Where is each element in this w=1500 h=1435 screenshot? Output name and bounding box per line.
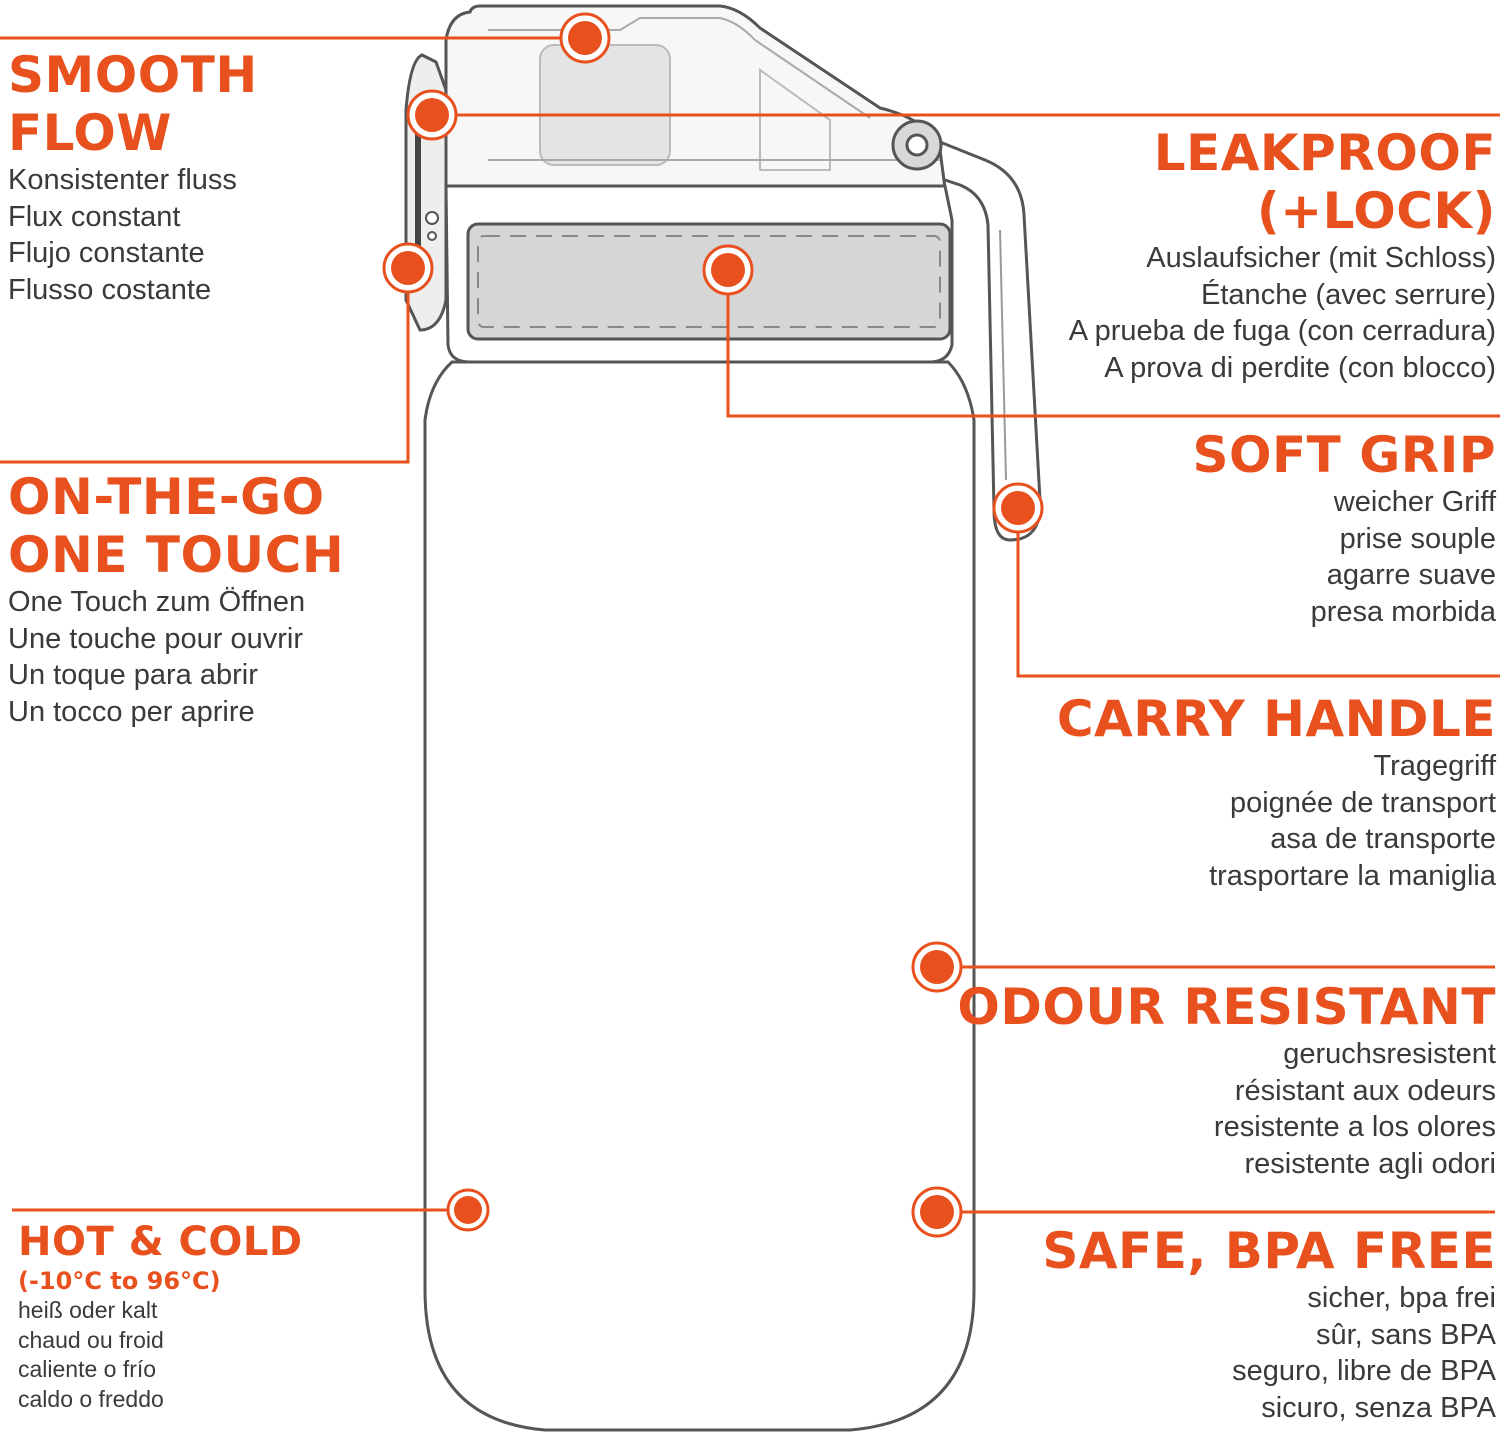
translation-de: Konsistenter fluss bbox=[8, 164, 237, 196]
feature-title: ODOUR RESISTANT bbox=[957, 978, 1496, 1036]
translation-list: geruchsresistent résistant aux odeurs re… bbox=[957, 1036, 1496, 1182]
translation-de: weicher Griff bbox=[1333, 486, 1496, 518]
translation-de: sicher, bpa frei bbox=[1307, 1282, 1496, 1314]
marker-on-the-go bbox=[382, 242, 434, 294]
translation-es: A prueba de fuga (con cerradura) bbox=[1068, 315, 1496, 347]
translation-fr: Étanche (avec serrure) bbox=[1201, 278, 1496, 311]
marker-bpa-free bbox=[911, 1186, 963, 1238]
translation-list: Tragegriff poignée de transport asa de t… bbox=[1057, 748, 1496, 894]
feature-title: ON-THE-GO bbox=[8, 468, 325, 526]
translation-de: Tragegriff bbox=[1373, 750, 1497, 782]
translation-fr: résistant aux odeurs bbox=[1234, 1074, 1496, 1107]
translation-fr: Flux constant bbox=[8, 200, 181, 233]
marker-carry-handle bbox=[992, 482, 1044, 534]
translation-de: One Touch zum Öffnen bbox=[8, 586, 306, 618]
feature-leakproof: LEAKPROOF (+LOCK) Auslaufsicher (mit Sch… bbox=[1069, 124, 1496, 386]
translation-it: sicuro, senza BPA bbox=[1261, 1391, 1496, 1424]
bottle-body bbox=[423, 360, 976, 1432]
marker-leakproof bbox=[406, 89, 458, 141]
translation-list: Konsistenter fluss Flux constant Flujo c… bbox=[8, 162, 258, 308]
translation-list: Auslaufsicher (mit Schloss) Étanche (ave… bbox=[1069, 240, 1496, 386]
feature-title: LEAKPROOF bbox=[1153, 124, 1496, 182]
translation-it: Flusso costante bbox=[8, 273, 212, 306]
feature-title: SOFT GRIP bbox=[1192, 426, 1496, 484]
temperature-range: (-10°C to 96°C) bbox=[18, 1267, 221, 1295]
feature-on-the-go: ON-THE-GO ONE TOUCH One Touch zum Öffnen… bbox=[8, 468, 344, 730]
feature-bpa-free: SAFE, BPA FREE sicher, bpa frei sûr, san… bbox=[1042, 1222, 1496, 1426]
feature-title: SAFE, BPA FREE bbox=[1042, 1222, 1496, 1280]
marker-hot-cold bbox=[446, 1188, 490, 1232]
translation-fr: chaud ou froid bbox=[18, 1326, 164, 1353]
translation-it: presa morbida bbox=[1310, 595, 1496, 628]
translation-es: Flujo constante bbox=[8, 237, 205, 269]
translation-es: seguro, libre de BPA bbox=[1232, 1355, 1496, 1387]
feature-title: CARRY HANDLE bbox=[1056, 690, 1496, 748]
translation-it: Un tocco per aprire bbox=[8, 695, 255, 728]
translation-de: Auslaufsicher (mit Schloss) bbox=[1146, 242, 1496, 274]
feature-carry-handle: CARRY HANDLE Tragegriff poignée de trans… bbox=[1057, 690, 1496, 894]
carry-handle-shape bbox=[928, 137, 1042, 542]
translation-list: weicher Griff prise souple agarre suave … bbox=[1193, 484, 1496, 630]
feature-title: HOT & COLD bbox=[18, 1219, 303, 1265]
callout-lines bbox=[0, 36, 1500, 1214]
translation-de: geruchsresistent bbox=[1283, 1038, 1496, 1070]
translation-fr: sûr, sans BPA bbox=[1316, 1318, 1496, 1351]
translation-es: asa de transporte bbox=[1270, 823, 1496, 855]
translation-it: trasportare la maniglia bbox=[1209, 859, 1496, 892]
translation-it: A prova di perdite (con blocco) bbox=[1104, 351, 1496, 384]
translation-fr: Une touche pour ouvrir bbox=[8, 622, 303, 655]
translation-es: Un toque para abrir bbox=[8, 659, 258, 691]
feature-title: (+LOCK) bbox=[1256, 182, 1496, 240]
marker-smooth-flow bbox=[559, 12, 611, 64]
feature-title: SMOOTH bbox=[8, 46, 258, 104]
translation-es: agarre suave bbox=[1326, 559, 1496, 591]
translation-it: resistente agli odori bbox=[1244, 1147, 1496, 1180]
translation-fr: poignée de transport bbox=[1229, 786, 1496, 819]
translation-es: caliente o frío bbox=[18, 1356, 157, 1382]
translation-list: One Touch zum Öffnen Une touche pour ouv… bbox=[8, 584, 344, 730]
translation-list: heiß oder kalt chaud ou froid caliente o… bbox=[18, 1296, 303, 1414]
feature-smooth-flow: SMOOTH FLOW Konsistenter fluss Flux cons… bbox=[8, 46, 258, 308]
translation-list: sicher, bpa frei sûr, sans BPA seguro, l… bbox=[1042, 1280, 1496, 1426]
feature-title: FLOW bbox=[8, 104, 172, 162]
translation-it: caldo o freddo bbox=[18, 1385, 164, 1412]
marker-odour-resistant bbox=[911, 941, 963, 993]
marker-soft-grip bbox=[702, 244, 754, 296]
feature-soft-grip: SOFT GRIP weicher Griff prise souple aga… bbox=[1193, 426, 1496, 630]
callout-markers bbox=[382, 12, 1044, 1238]
translation-es: resistente a los olores bbox=[1213, 1111, 1496, 1143]
translation-fr: prise souple bbox=[1339, 522, 1496, 555]
translation-de: heiß oder kalt bbox=[18, 1297, 158, 1323]
feature-title: ONE TOUCH bbox=[8, 526, 345, 584]
feature-hot-cold: HOT & COLD (-10°C to 96°C) heiß oder kal… bbox=[18, 1218, 303, 1414]
feature-odour-resistant: ODOUR RESISTANT geruchsresistent résista… bbox=[957, 978, 1496, 1182]
